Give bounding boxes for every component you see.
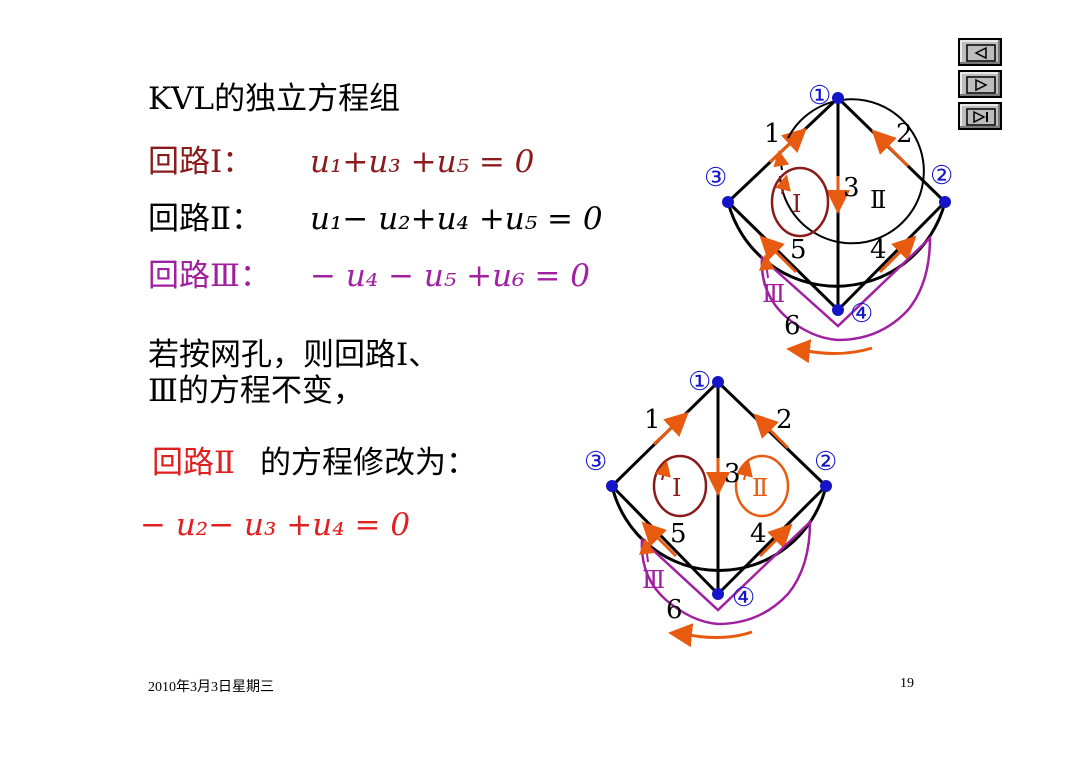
next-slide-button[interactable]	[958, 70, 1002, 98]
top-branch-5: 5	[790, 235, 807, 265]
top-loop-1-label: Ⅰ	[792, 190, 801, 218]
circuit-graph-top: ① ② ③ ④ 1 2 3 4 5 6 Ⅰ Ⅱ Ⅲ	[704, 81, 953, 364]
prev-arrow-icon	[966, 44, 996, 62]
top-node-1: ①	[808, 81, 831, 111]
modified-loop-label: 回路Ⅱ	[152, 445, 236, 481]
bottom-branch-4: 4	[750, 519, 767, 549]
bottom-branch-2: 2	[776, 405, 793, 435]
top-branch-6: 6	[784, 311, 801, 341]
footer-date: 2010年3月3日星期三	[148, 680, 274, 695]
modified-equation: − u₂− u₃ +u₄ = 0	[140, 507, 411, 543]
loop3-label: 回路Ⅲ：	[148, 258, 271, 294]
last-slide-button[interactable]	[958, 102, 1002, 130]
top-node-3: ③	[704, 163, 727, 193]
page-number: 19	[900, 676, 914, 691]
top-branch-1: 1	[764, 119, 781, 149]
circuit-graph-bottom: ① ② ③ ④ 1 2 3 4 5 6 Ⅰ Ⅱ Ⅲ	[584, 367, 837, 648]
bottom-loop-2-label: Ⅱ	[752, 474, 768, 502]
bottom-branch-5: 5	[670, 519, 687, 549]
bottom-loop-1-label: Ⅰ	[672, 474, 681, 502]
loop1-equation: u₁+u₃ +u₅ = 0	[310, 144, 535, 180]
bottom-node-4: ④	[732, 583, 755, 613]
loop1-label: 回路Ⅰ：	[148, 144, 254, 180]
top-branch-2: 2	[896, 119, 913, 149]
prev-slide-button[interactable]	[958, 38, 1002, 66]
bottom-node-3: ③	[584, 447, 607, 477]
top-branch-4: 4	[870, 235, 887, 265]
loop2-label: 回路Ⅱ：	[148, 201, 263, 237]
bottom-branch-1: 1	[644, 405, 661, 435]
loop3-equation: − u₄ − u₅ +u₆ = 0	[310, 258, 590, 294]
bottom-branch-3: 3	[724, 459, 741, 489]
bottom-loop-3-label: Ⅲ	[642, 566, 665, 594]
mesh-note-line2: Ⅲ的方程不变，	[148, 373, 364, 409]
mesh-note-line1: 若按网孔，则回路Ⅰ、	[148, 337, 440, 373]
last-page-icon	[966, 108, 996, 126]
modified-loop-text: 的方程修改为：	[260, 445, 477, 481]
slide-heading: KVL的独立方程组	[148, 81, 401, 117]
next-arrow-icon	[966, 76, 996, 94]
top-node-4: ④	[850, 299, 873, 329]
bottom-branch-6: 6	[666, 595, 683, 625]
top-loop-2-label: Ⅱ	[870, 186, 886, 214]
loop2-equation: u₁− u₂+u₄ +u₅ = 0	[310, 201, 603, 237]
bottom-node-2: ②	[814, 447, 837, 477]
top-loop-3-label: Ⅲ	[762, 280, 785, 308]
top-branch-3: 3	[843, 173, 860, 203]
bottom-node-1: ①	[688, 367, 711, 397]
top-node-2: ②	[930, 161, 953, 191]
